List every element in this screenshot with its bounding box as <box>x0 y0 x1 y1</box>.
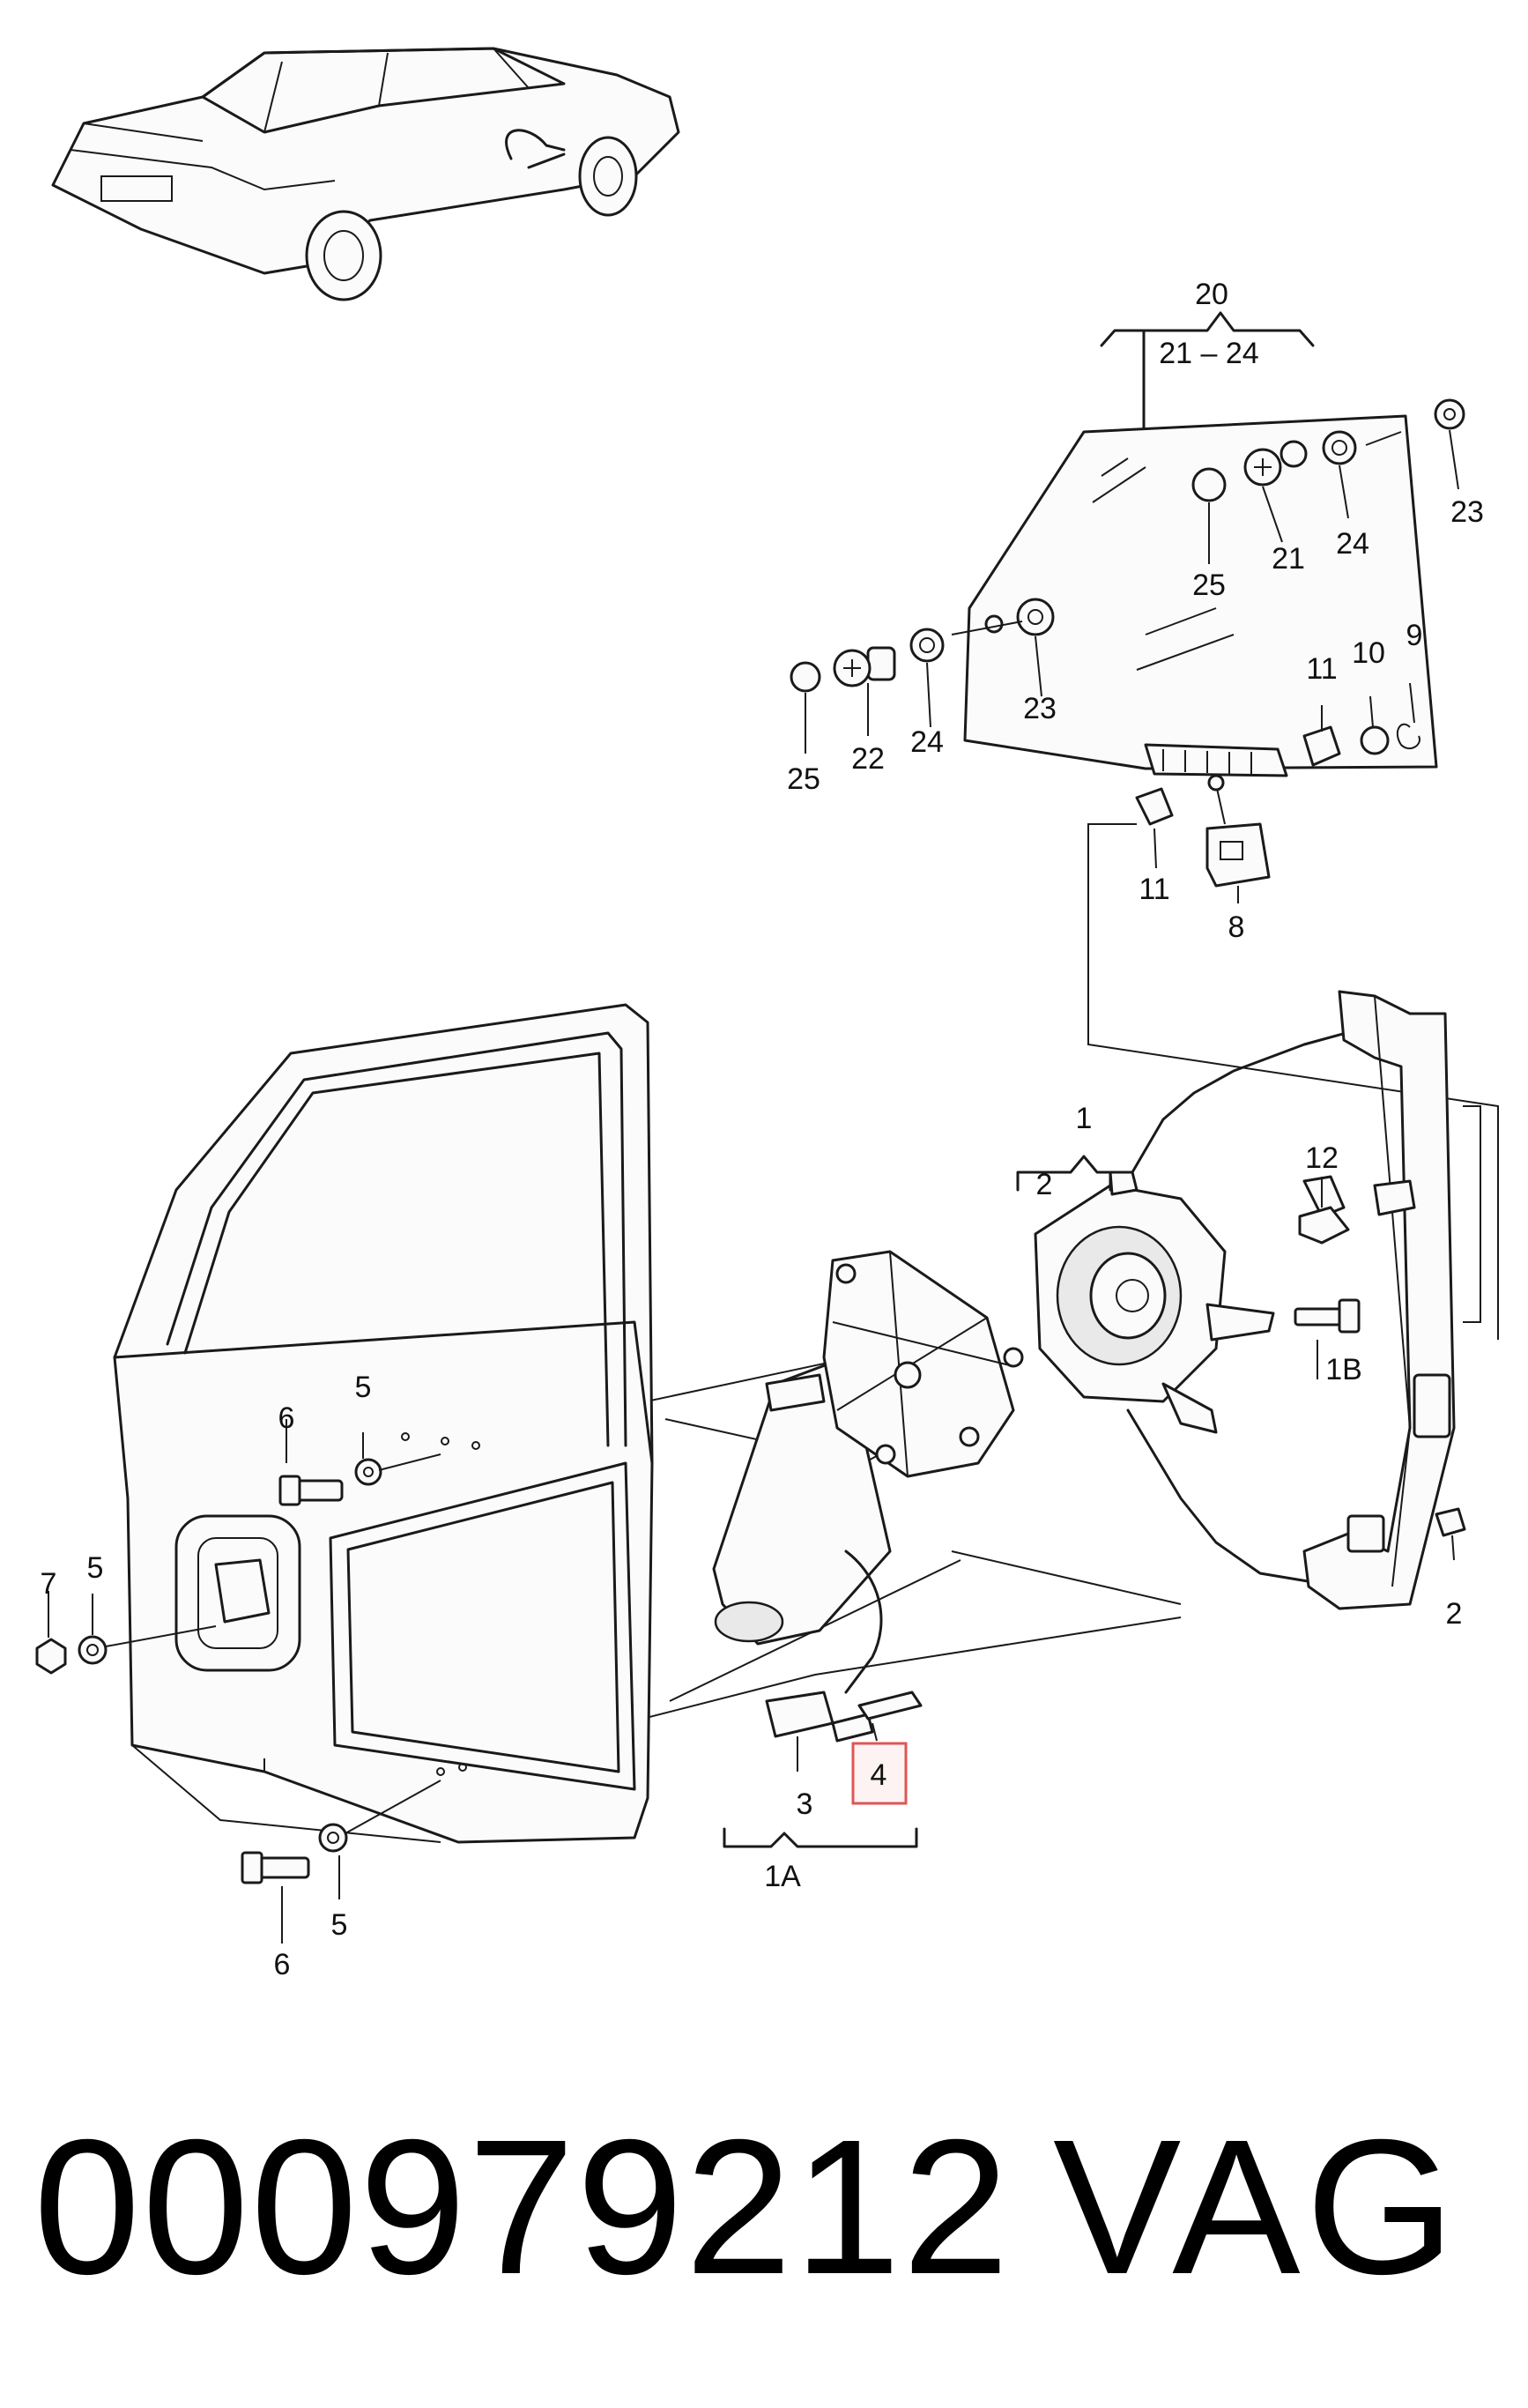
callout-3: 3 <box>797 1787 813 1821</box>
car-thumbnail <box>51 47 680 301</box>
brand-name: VAG <box>1053 2100 1461 2315</box>
callout-20: 20 <box>1195 278 1228 311</box>
callout-23-right: 23 <box>1450 495 1484 529</box>
callout-1B: 1B <box>1325 1353 1362 1386</box>
callout-23-mid: 23 <box>1023 692 1057 725</box>
part-number: 000979212 <box>33 2100 1012 2315</box>
callout-4: 4 <box>871 1758 887 1792</box>
callout-5-left: 5 <box>87 1551 104 1585</box>
callout-21-top: 21 <box>1272 542 1305 576</box>
callout-24-left: 24 <box>910 725 944 759</box>
glass-clamp-rail <box>1135 682 1420 903</box>
callout-2-right: 2 <box>1446 1597 1463 1631</box>
callout-11-bottom: 11 <box>1139 873 1169 906</box>
door-fasteners <box>35 1419 441 1943</box>
callout-2-top: 2 <box>1036 1168 1053 1201</box>
window-regulator <box>1034 990 1481 1610</box>
highlighted-callout-box <box>851 1742 908 1805</box>
callout-8: 8 <box>1228 910 1245 944</box>
callout-21-24: 21 – 24 <box>1159 337 1258 370</box>
callout-25-left: 25 <box>787 762 820 796</box>
callout-5-bottom: 5 <box>331 1908 348 1942</box>
glass-callout-bracket <box>1100 311 1315 430</box>
motor-callout-bracket <box>723 1827 918 1848</box>
window-glass <box>963 414 1438 770</box>
callout-9: 9 <box>1406 619 1423 652</box>
door-panel <box>113 1003 654 1844</box>
glass-fixing-hardware-top <box>1191 398 1465 564</box>
callout-1A: 1A <box>764 1860 801 1893</box>
callout-11-top: 11 <box>1306 652 1337 686</box>
regulator-callout-bracket <box>1016 1155 1112 1192</box>
callout-6-top: 6 <box>278 1401 295 1435</box>
window-motor <box>712 1250 1024 1772</box>
callout-labels: 20 21 – 24 23 24 21 25 23 25 22 24 11 10… <box>41 278 1484 1981</box>
callout-25-top: 25 <box>1192 569 1226 602</box>
callout-6-bottom: 6 <box>274 1948 291 1981</box>
regulator-hardware <box>1294 1177 1466 1561</box>
callout-1: 1 <box>1076 1102 1093 1135</box>
callout-5-top: 5 <box>355 1371 372 1404</box>
callout-12: 12 <box>1305 1141 1339 1175</box>
callout-24-top: 24 <box>1336 527 1369 561</box>
callout-10: 10 <box>1352 636 1385 670</box>
glass-fixing-hardware-left <box>790 598 1055 754</box>
callout-22-left: 22 <box>851 742 885 776</box>
callout-7: 7 <box>41 1567 57 1601</box>
